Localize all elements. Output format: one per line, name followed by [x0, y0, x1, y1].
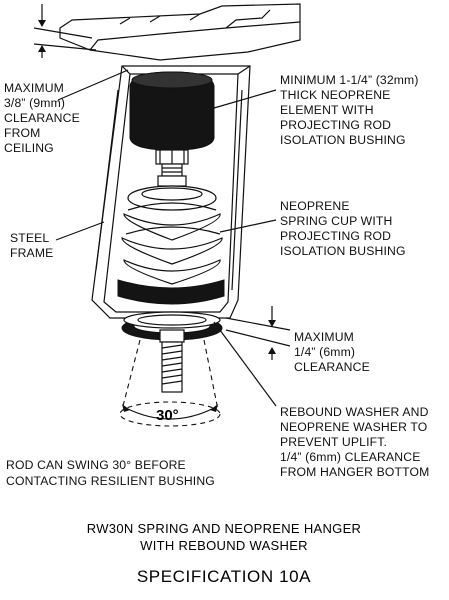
- top-neoprene-element: [129, 71, 215, 151]
- upper-rod-nut: [155, 149, 189, 187]
- label-steel-frame: STEEL FRAME: [10, 231, 53, 260]
- label-bottom-clearance: MAXIMUM 1/4” (6mm) CLEARANCE: [294, 330, 370, 374]
- hanger-rod: [159, 329, 185, 393]
- spring-assembly: [121, 185, 223, 285]
- swing-cone: [119, 339, 221, 427]
- label-top-element: MINIMUM 1-1/4” (32mm) THICK NEOPRENE ELE…: [280, 73, 422, 147]
- caption-line-1: RW30N SPRING AND NEOPRENE HANGER: [87, 521, 361, 536]
- bottom-clearance-arrows: [225, 306, 291, 360]
- specification-title: SPECIFICATION 10A: [137, 567, 311, 586]
- leader-lines: [55, 69, 277, 407]
- spring-cup: [117, 279, 225, 305]
- label-ceiling-clearance: MAXIMUM 3/8” (9mm) CLEARANCE FROM CEILIN…: [4, 81, 83, 155]
- caption-line-2: WITH REBOUND WASHER: [140, 538, 308, 553]
- label-rebound-washer: REBOUND WASHER AND NEOPRENE WASHER TO PR…: [280, 405, 432, 479]
- label-spring-cup: NEOPRENE SPRING CUP WITH PROJECTING ROD …: [280, 199, 406, 258]
- ceiling-beam: [59, 3, 301, 61]
- ceiling-clearance-arrows: [33, 4, 97, 58]
- swing-angle-label: 30°: [156, 407, 179, 424]
- rebound-washer: [121, 311, 223, 341]
- label-rod-swing: ROD CAN SWING 30° BEFORE CONTACTING RESI…: [6, 458, 215, 488]
